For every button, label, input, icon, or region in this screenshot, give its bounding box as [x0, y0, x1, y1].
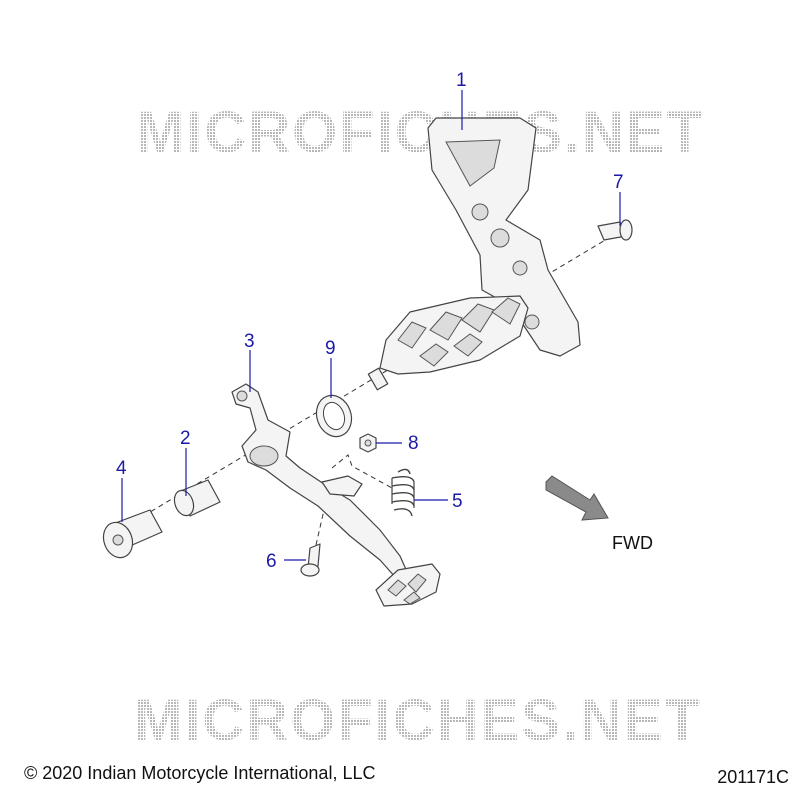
- spring-axis-line: [331, 454, 393, 489]
- forward-direction-arrow: [545, 475, 609, 521]
- nut-part-8: [359, 433, 377, 453]
- washer-part-9: [315, 394, 353, 438]
- footpeg: [367, 295, 529, 391]
- callout-7: 7: [613, 172, 624, 193]
- callout-2: 2: [180, 428, 191, 449]
- bolt-axis-line: [315, 509, 325, 546]
- screw-part-7: [597, 219, 633, 241]
- callout-8: 8: [408, 433, 419, 454]
- callout-3: 3: [244, 331, 255, 352]
- callout-9: 9: [325, 338, 336, 359]
- watermark-top: MICROFICHES.NET: [136, 100, 704, 165]
- brake-lever: [231, 383, 409, 579]
- bushing-part-2: [173, 479, 221, 517]
- forward-label: FWD: [612, 533, 653, 553]
- copyright-notice: © 2020 Indian Motorcycle International, …: [24, 763, 376, 783]
- callout-1: 1: [456, 70, 467, 91]
- watermark-bottom: MICROFICHES.NET: [134, 688, 702, 753]
- callout-5: 5: [452, 491, 463, 512]
- callout-4: 4: [116, 458, 127, 479]
- flanged-pin-part-4: [102, 509, 163, 559]
- callout-6: 6: [266, 551, 277, 572]
- brake-pedal-pad: [375, 563, 441, 607]
- footpeg-bracket: [427, 117, 581, 357]
- bolt-part-6: [300, 543, 321, 577]
- spring-part-5: [391, 468, 415, 517]
- figure-id: 201171C: [717, 767, 789, 787]
